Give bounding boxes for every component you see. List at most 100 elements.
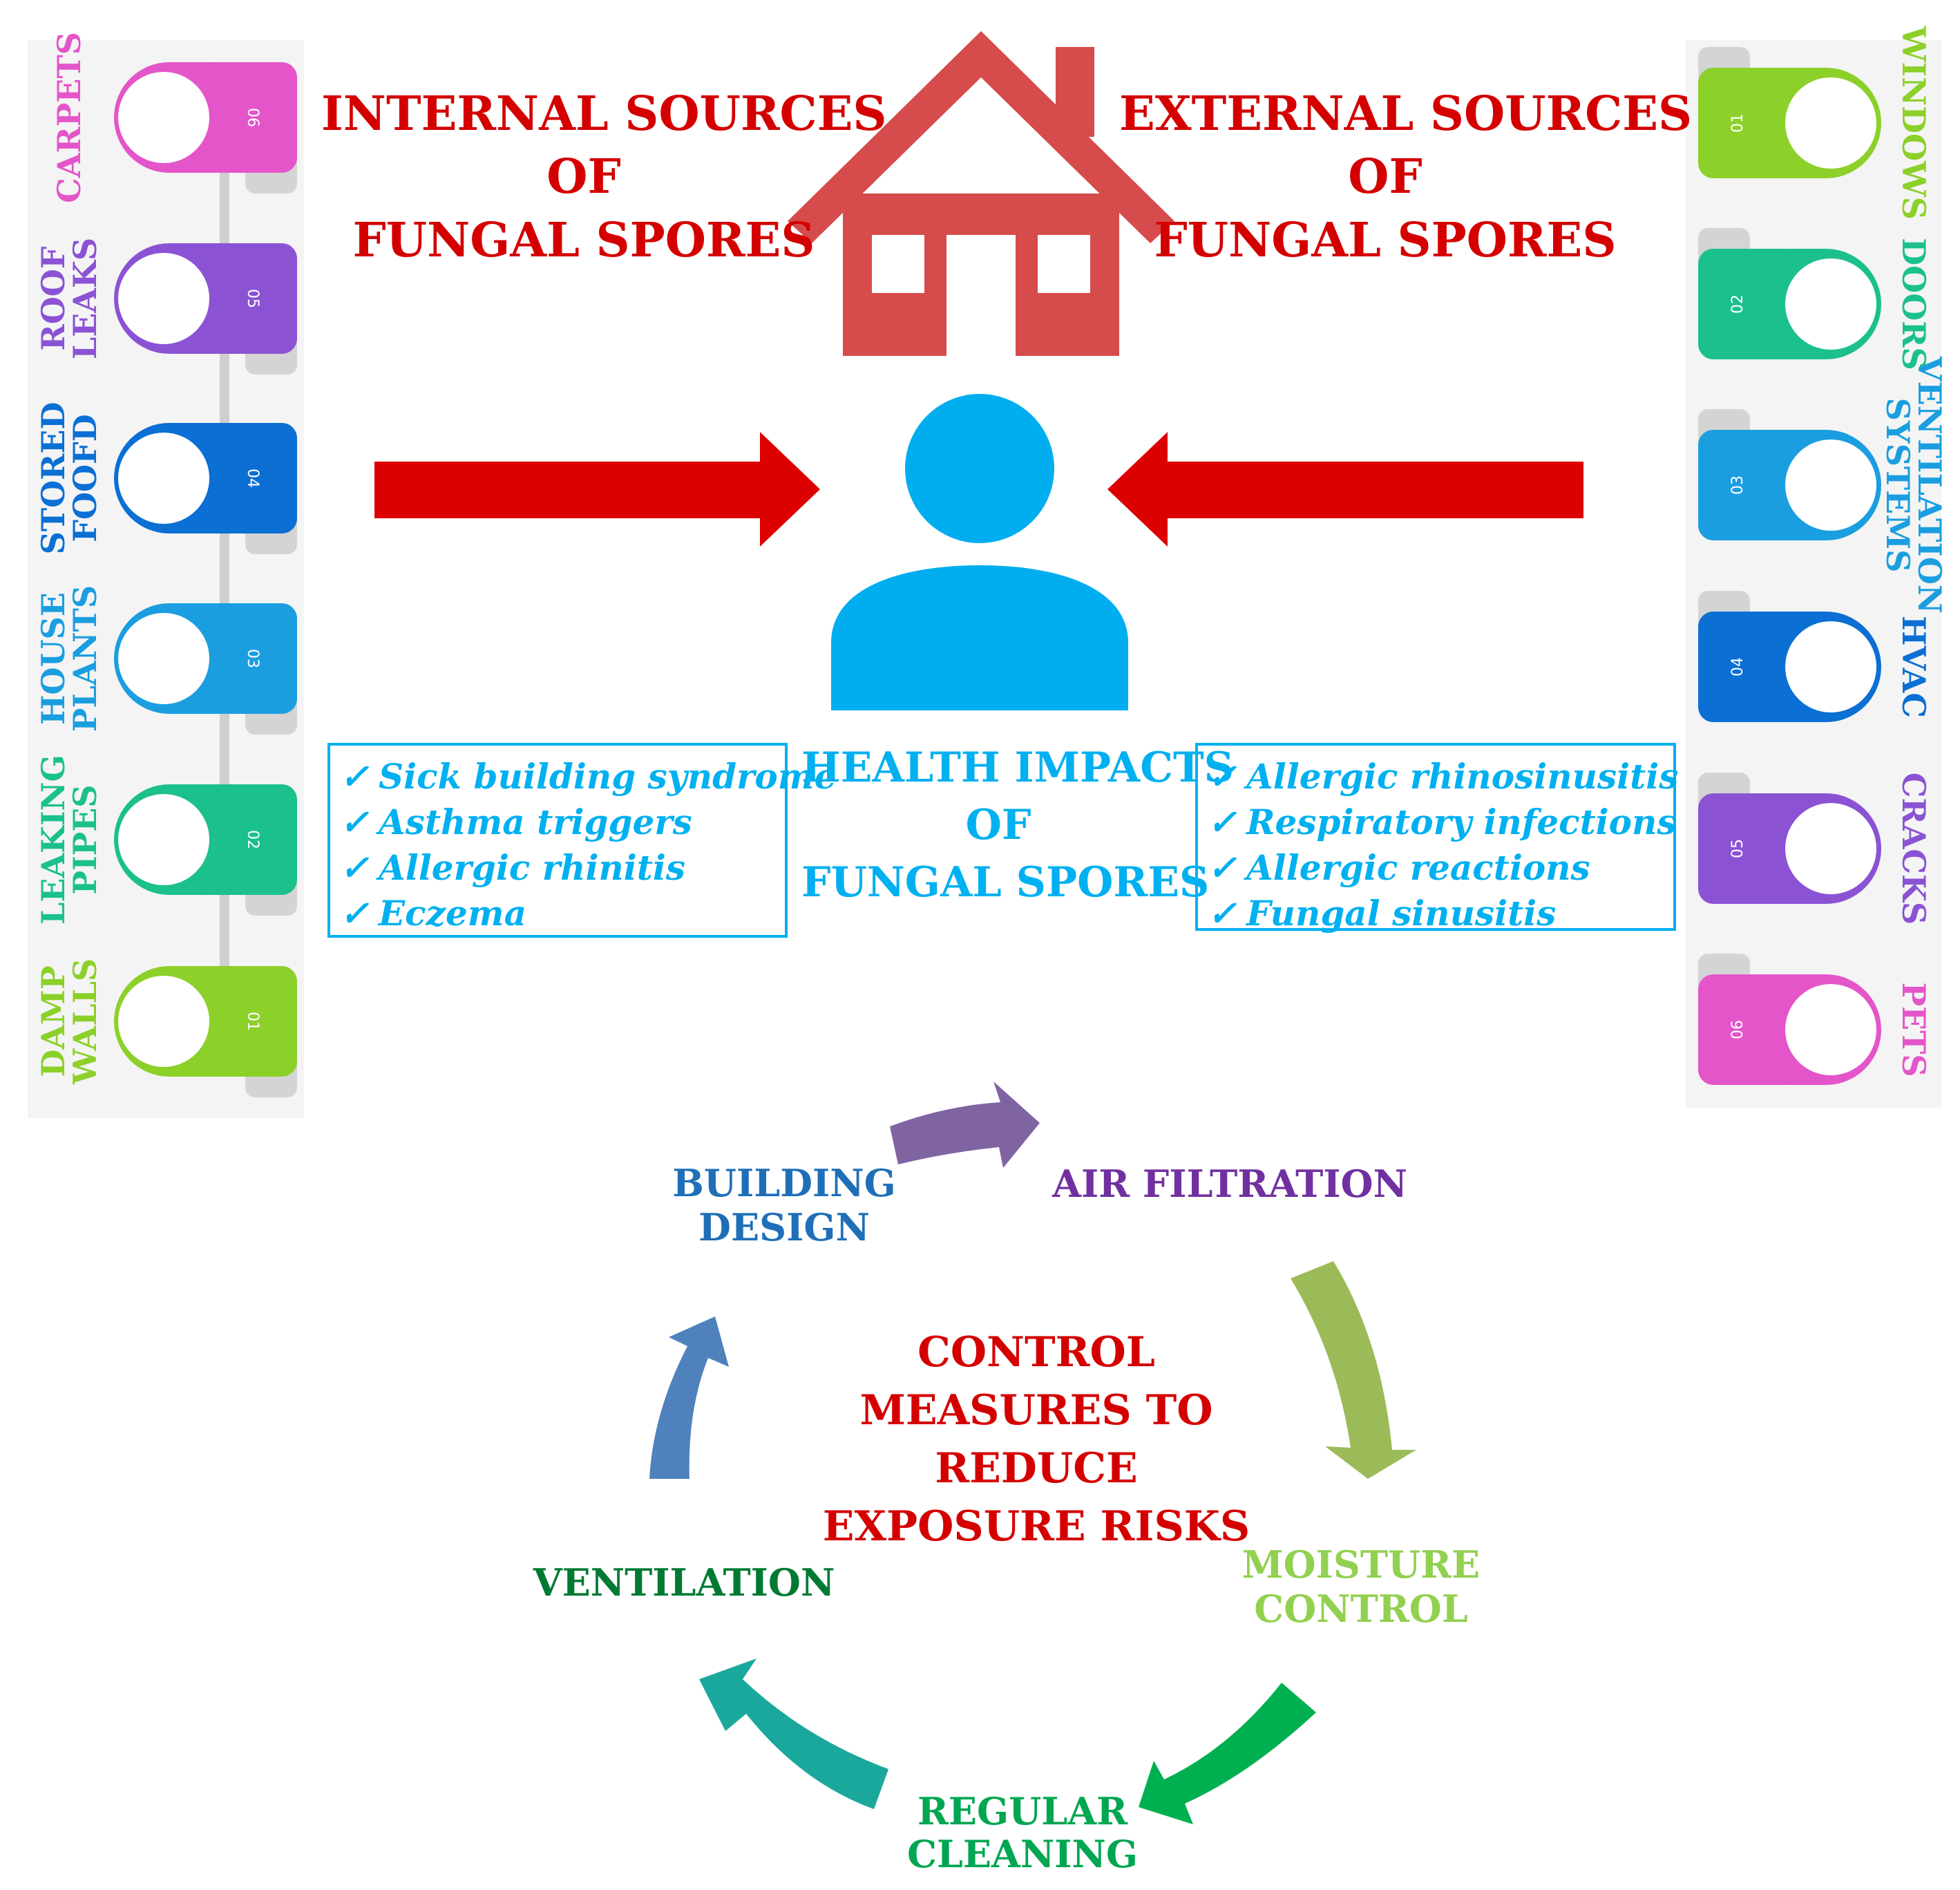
- source-label-line: WALLS: [66, 958, 104, 1085]
- external-title-line-1: EXTERNAL SOURCES: [1119, 86, 1693, 142]
- ventilation-line-1: VENTILATION: [533, 1560, 835, 1605]
- health-item: ✓Eczema: [340, 891, 775, 936]
- external-source-02: 02: [1698, 228, 1881, 359]
- source-label-line: LEAKING: [35, 755, 72, 925]
- internal-title-line-3: FUNGAL SPORES: [352, 212, 815, 268]
- cycle-arrow-design-to-filtration: [890, 1081, 1040, 1168]
- moisture-control-line-2: CONTROL: [1254, 1587, 1468, 1631]
- banner-circle: [118, 253, 209, 344]
- external-source-03: 03: [1698, 409, 1881, 540]
- external-source-label: DOORS: [1895, 238, 1932, 370]
- banner-circle: [1785, 984, 1876, 1075]
- health-item: ✓Asthma triggers: [340, 800, 775, 845]
- health-item-label: Allergic rhinosinusitis: [1246, 756, 1679, 797]
- ventilation-label: VENTILATION: [532, 1563, 836, 1603]
- health-title-line-1: HEALTH IMPACTS: [801, 744, 1235, 792]
- control-title-line-3: REDUCE: [935, 1444, 1138, 1493]
- banner-circle: [118, 433, 209, 524]
- health-item-label: Allergic reactions: [1246, 847, 1590, 888]
- banner-number: 02: [244, 830, 261, 849]
- cycle-arrow-moisture-to-cleaning: [1139, 1683, 1316, 1824]
- banner-circle: [1785, 803, 1876, 894]
- external-source-05: 05: [1698, 773, 1881, 904]
- banner-number: 04: [1729, 657, 1747, 677]
- external-title-line-2: OF: [1348, 149, 1423, 205]
- banner-number: 04: [244, 469, 261, 488]
- banner-circle: [118, 794, 209, 885]
- internal-source-02: 02: [114, 784, 297, 916]
- health-item: ✓Fungal sinusitis: [1208, 891, 1664, 936]
- cycle-arrow-filtration-to-moisture: [1291, 1261, 1416, 1479]
- external-sources-title: EXTERNAL SOURCES OF FUNGAL SPORES: [1119, 86, 1693, 265]
- health-item-label: Allergic rhinitis: [379, 847, 686, 888]
- check-icon: ✓: [1208, 847, 1237, 888]
- internal-title-line-1: INTERNAL SOURCES: [321, 86, 887, 142]
- source-label-line: LEAKS: [66, 237, 104, 360]
- moisture-control-line-1: MOISTURE: [1241, 1542, 1481, 1587]
- external-source-label: HVAC: [1895, 616, 1932, 718]
- source-label-line: VENTILATION: [1911, 357, 1948, 614]
- health-item: ✓Allergic reactions: [1208, 845, 1664, 891]
- health-item-label: Fungal sinusitis: [1246, 893, 1557, 934]
- internal-source-03: 03: [114, 603, 297, 735]
- building-design-line-1: BUILDING: [672, 1161, 896, 1205]
- check-icon: ✓: [1208, 802, 1237, 842]
- source-label-line: PETS: [1895, 982, 1932, 1077]
- source-label-line: HOUSE: [35, 592, 72, 725]
- regular-cleaning-label: REGULAR CLEANING: [891, 1790, 1154, 1875]
- internal-sources-title: INTERNAL SOURCES OF FUNGAL SPORES: [321, 86, 887, 268]
- check-icon: ✓: [340, 802, 369, 842]
- house-icon: [788, 31, 1174, 356]
- banner-circle: [1785, 621, 1876, 712]
- external-source-label: WINDOWS: [1895, 26, 1932, 220]
- regular-cleaning-line-1: REGULAR: [917, 1789, 1128, 1833]
- health-item-label: Asthma triggers: [379, 802, 692, 842]
- moisture-control-label: MOISTURE CONTROL: [1237, 1542, 1485, 1631]
- health-item-label: Respiratory infections: [1246, 802, 1677, 842]
- internal-source-05: 05: [114, 243, 297, 375]
- external-source-01: 01: [1698, 47, 1881, 178]
- banner-circle: [118, 72, 209, 163]
- source-label-line: STORED: [35, 401, 72, 555]
- banner-number: 06: [244, 108, 261, 127]
- source-label-line: WINDOWS: [1895, 26, 1932, 220]
- internal-source-06: 06: [114, 62, 297, 193]
- internal-source-01: 01: [114, 966, 297, 1097]
- banner-number: 03: [244, 649, 261, 668]
- source-label-line: PIPES: [66, 784, 104, 895]
- banner-circle: [1785, 440, 1876, 531]
- health-item: ✓Sick building syndrome: [340, 754, 837, 800]
- health-title-line-2: OF: [965, 801, 1031, 849]
- banner-circle: [118, 613, 209, 704]
- source-label-line: HVAC: [1895, 616, 1932, 718]
- source-label-line: SYSTEMS: [1879, 397, 1916, 573]
- source-label-line: FOOFD: [66, 414, 104, 542]
- health-impacts-title: HEALTH IMPACTS OF FUNGAL SPORES: [801, 744, 1235, 905]
- source-label-line: CARPETS: [50, 32, 88, 203]
- banner-circle: [1785, 77, 1876, 169]
- health-item: ✓Respiratory infections: [1208, 800, 1677, 845]
- external-source-label: PETS: [1895, 982, 1932, 1077]
- banner-number: 01: [1729, 113, 1747, 133]
- health-item: ✓Allergic rhinosinusitis: [1208, 754, 1678, 800]
- check-icon: ✓: [1208, 893, 1237, 934]
- control-title-line-1: CONTROL: [917, 1328, 1155, 1377]
- internal-title-line-2: OF: [546, 149, 621, 205]
- health-impacts-left-box: ✓Sick building syndrome ✓Asthma triggers…: [327, 743, 837, 938]
- source-label-line: DOORS: [1895, 238, 1932, 370]
- source-label-line: DAMP: [35, 965, 72, 1077]
- person-icon: [831, 394, 1128, 710]
- control-title-line-4: EXPOSURE RISKS: [822, 1502, 1250, 1551]
- building-design-line-2: DESIGN: [698, 1205, 870, 1249]
- control-title-line-2: MEASURES TO: [859, 1386, 1213, 1435]
- health-item: ✓Allergic rhinitis: [340, 845, 775, 891]
- banner-number: 02: [1729, 294, 1747, 314]
- check-icon: ✓: [340, 756, 369, 797]
- cycle-arrow-cleaning-to-ventilation: [699, 1659, 888, 1809]
